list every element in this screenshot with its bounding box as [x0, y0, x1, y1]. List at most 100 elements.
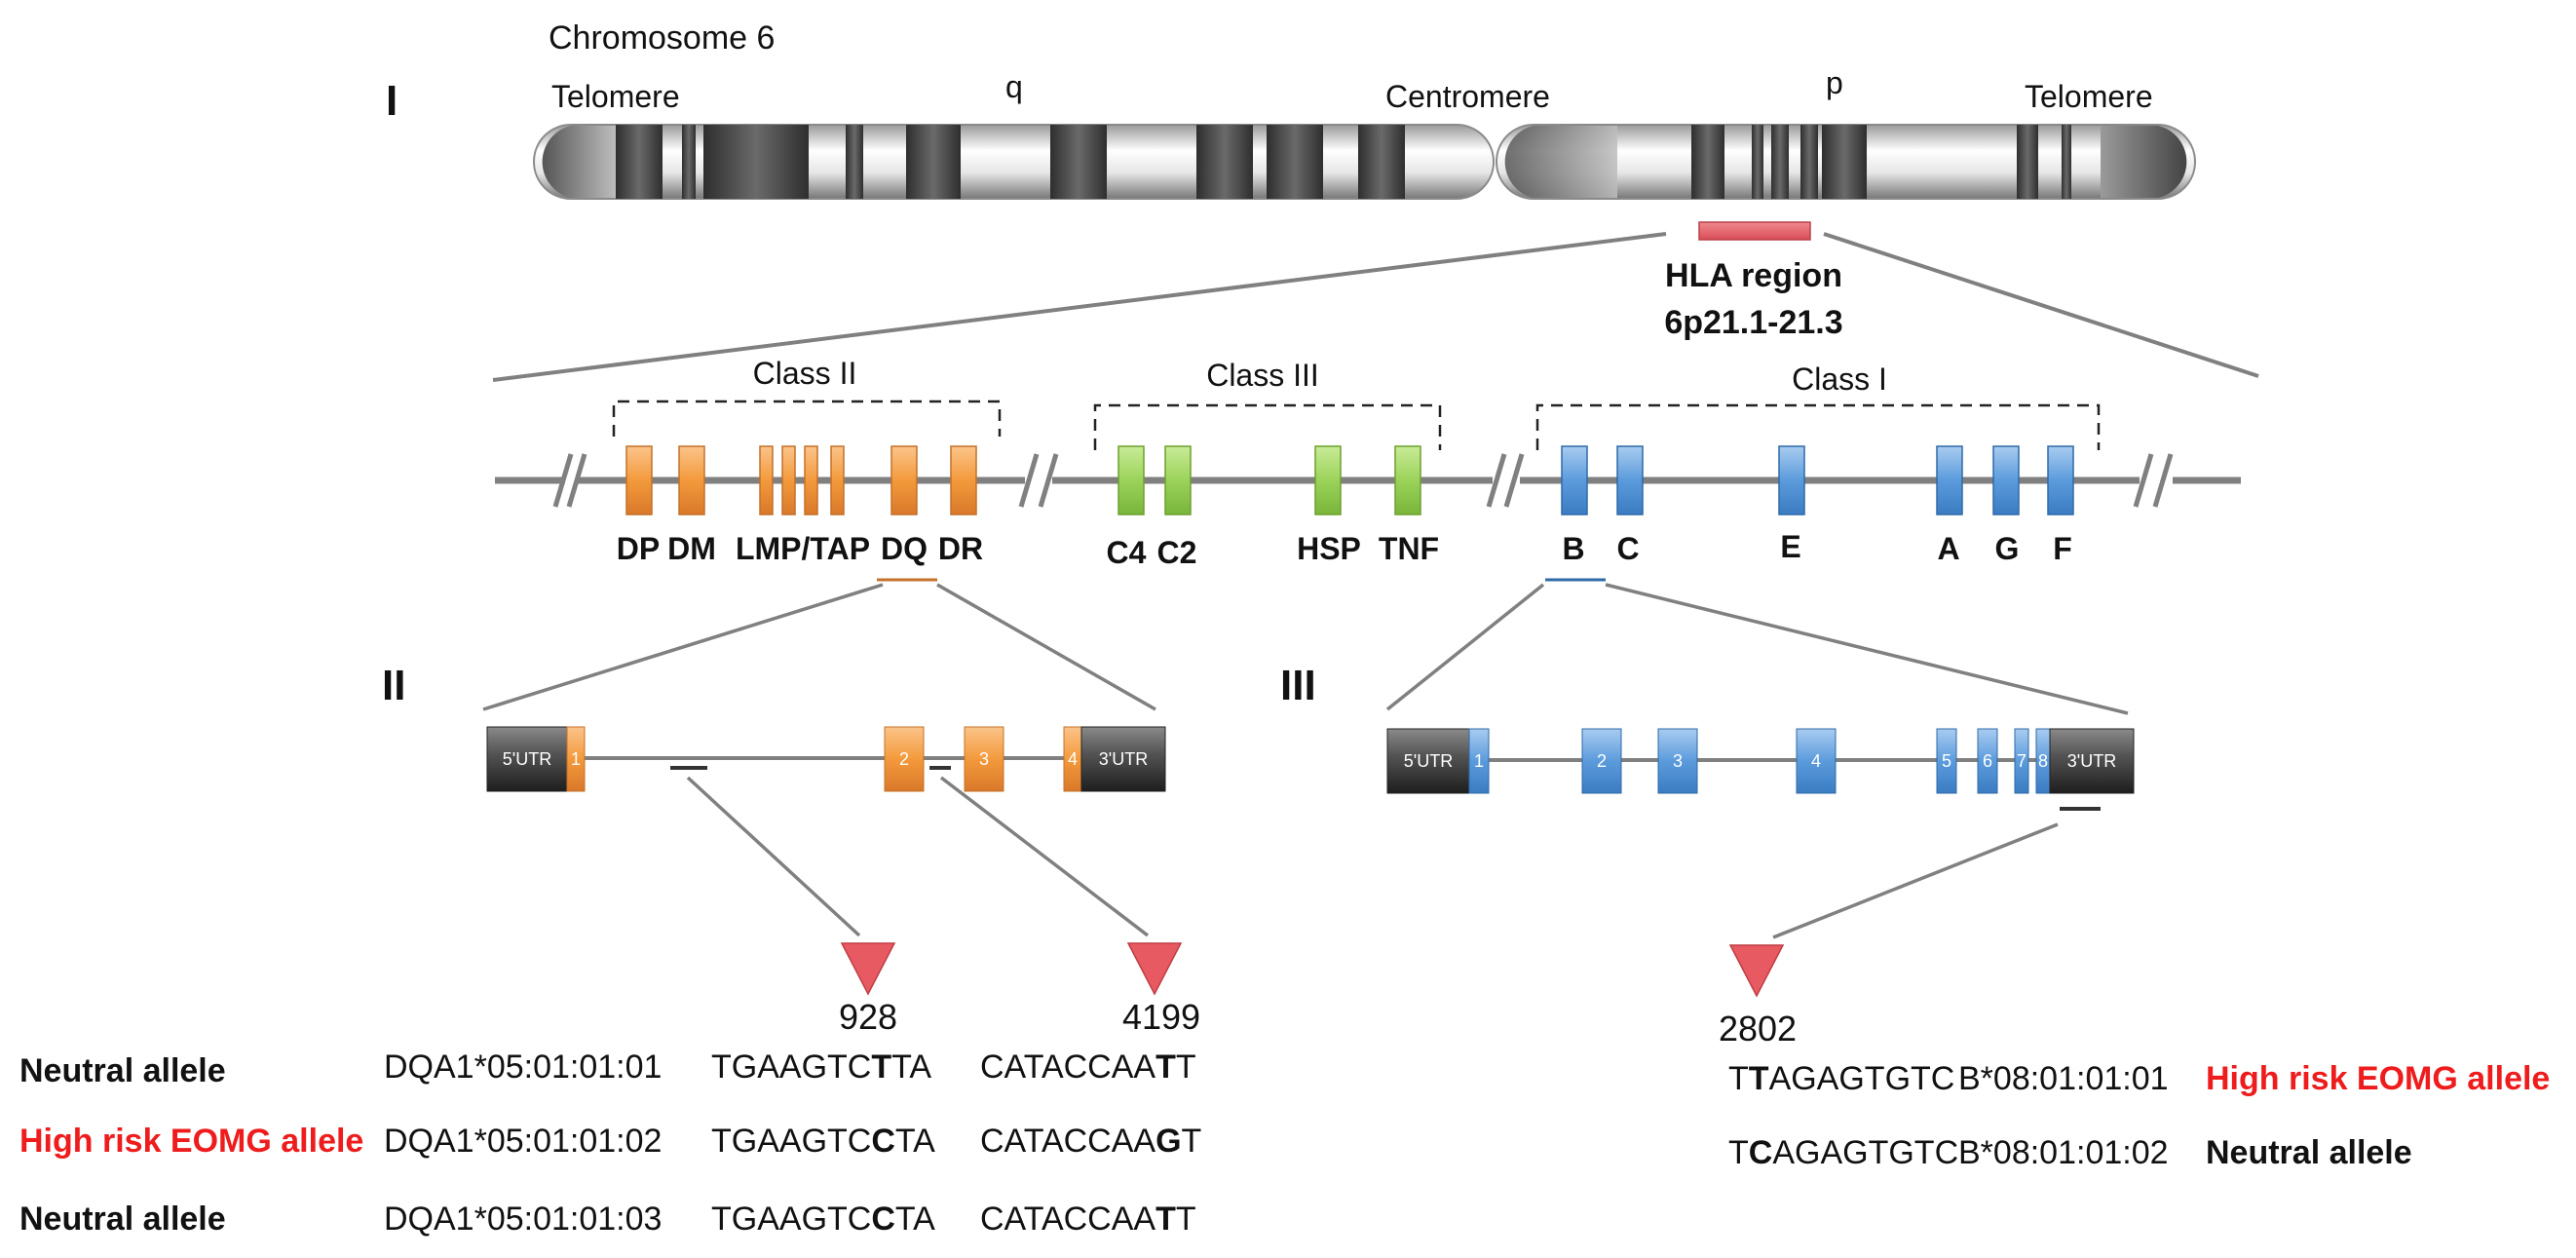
exon-number: 3	[1673, 751, 1683, 771]
allele-name: B*08:01:01:02	[1958, 1134, 2169, 1171]
dqa1-gene-structure: 5'UTR 1 2 3 4 3'UTR	[486, 726, 1166, 792]
gene-box-dm	[678, 445, 705, 515]
gene-box-b	[1561, 445, 1588, 515]
gene-label-dr: DR	[938, 531, 983, 566]
snp-position-928: 928	[839, 997, 897, 1037]
zoom-line-left	[492, 232, 1667, 382]
dqa1-allele-row: Neutral allele DQA1*05:01:01:03 TGAAGTCC…	[19, 1201, 1196, 1238]
dqa1-allele-row: High risk EOMG allele DQA1*05:01:01:02 T…	[19, 1123, 1201, 1160]
telomere-q-cap	[542, 126, 616, 198]
allele-sequence-928: TGAAGTCCTA	[711, 1201, 935, 1238]
utr5-box	[486, 726, 568, 792]
gene-label-b: B	[1562, 531, 1584, 566]
telomere-right-label: Telomere	[2025, 79, 2153, 114]
allele-risk-label: Neutral allele	[19, 1201, 226, 1238]
class-ii-bracket	[612, 400, 1002, 437]
telomere-left-label: Telomere	[551, 79, 680, 114]
gene-box-hsp	[1314, 445, 1342, 515]
gene-box-g	[1992, 445, 2020, 515]
hla-b-gene-structure: 5'UTR 1 2 3 4 5 6 7 8 3'UTR	[1386, 728, 2135, 811]
gene-label-c: C	[1616, 531, 1639, 566]
gene-box-dq	[890, 445, 918, 515]
exon-box	[1936, 728, 1957, 794]
panel-label-ii: II	[382, 662, 405, 709]
centromere-label: Centromere	[1385, 79, 1550, 114]
exon-number: 5	[1942, 751, 1951, 771]
allele-sequence-4199: CATACCAATT	[980, 1201, 1196, 1238]
snp-marker-928	[840, 942, 896, 996]
gene-label-lmp-tap: LMP/TAP	[736, 531, 870, 566]
snp-marker-4199	[1126, 942, 1183, 996]
hla-gene-map: Class II Class III Class I	[495, 356, 2241, 582]
exon-number: 4	[1811, 751, 1821, 771]
exon-number: 7	[2017, 751, 2027, 771]
break-mark	[552, 453, 574, 508]
exon-box	[1796, 728, 1837, 794]
chromosome-title: Chromosome 6	[549, 19, 775, 57]
gene-box-dr	[950, 445, 977, 515]
gene-label-e: E	[1780, 529, 1800, 564]
gene-box-lmp-tap	[804, 445, 818, 515]
gene-box-dp	[625, 445, 653, 515]
utr3-box	[1080, 726, 1166, 792]
gene-box-c4	[1118, 445, 1145, 515]
allele-sequence-2802: TCAGAGTGTC	[1728, 1134, 1958, 1171]
utr3-label: 3'UTR	[1099, 749, 1148, 769]
arm-q-label: q	[1005, 69, 1023, 104]
gene-label-dq: DQ	[881, 531, 928, 566]
gene-label-c4: C4	[1107, 535, 1147, 570]
gene-box-tnf	[1394, 445, 1421, 515]
break-mark	[1503, 453, 1525, 508]
class-i-bracket	[1535, 403, 2101, 450]
exon-number: 2	[899, 749, 909, 769]
b-allele-row: TTAGAGTGTC B*08:01:01:01 High risk EOMG …	[1728, 1060, 2550, 1097]
allele-name: B*08:01:01:01	[1958, 1060, 2169, 1097]
gene-box-a	[1936, 445, 1963, 515]
gene-label-dp: DP	[617, 531, 660, 566]
break-mark	[1486, 453, 1507, 508]
gene-box-c2	[1164, 445, 1192, 515]
snp-marker-2802	[1728, 944, 1785, 998]
exon-box	[566, 726, 586, 792]
panel-label-i: I	[386, 77, 398, 125]
exon-number: 1	[571, 749, 581, 769]
chromosome-q-arm	[533, 124, 1495, 200]
dqa1-allele-row: Neutral allele DQA1*05:01:01:01 TGAAGTCT…	[19, 1048, 1196, 1089]
allele-sequence-2802: TTAGAGTGTC	[1728, 1060, 1954, 1097]
break-mark	[1038, 453, 1059, 508]
exon-box	[1977, 728, 1998, 794]
break-mark	[1018, 453, 1040, 508]
allele-sequence-4199: CATACCAAGT	[980, 1123, 1201, 1160]
snp-position-2802: 2802	[1719, 1009, 1797, 1048]
gene-label-hsp: HSP	[1297, 531, 1361, 566]
allele-risk-label: Neutral allele	[2206, 1134, 2412, 1171]
snp-position-4199: 4199	[1122, 997, 1200, 1037]
allele-name: DQA1*05:01:01:02	[384, 1123, 662, 1160]
gene-box-f	[2047, 445, 2074, 515]
allele-name: DQA1*05:01:01:01	[384, 1048, 662, 1086]
gene-box-c	[1616, 445, 1644, 515]
exon-number: 8	[2038, 751, 2048, 771]
gene-label-a: A	[1937, 531, 1959, 566]
utr3-label: 3'UTR	[2067, 751, 2116, 771]
allele-sequence-928: TGAAGTCCTA	[711, 1123, 935, 1160]
chromosome-p-arm	[1496, 124, 2196, 200]
break-mark	[2133, 453, 2154, 508]
exon-box	[884, 726, 925, 792]
allele-sequence-4199: CATACCAATT	[980, 1048, 1196, 1086]
zoom-line-right	[1823, 232, 2259, 378]
gene-label-f: F	[2053, 531, 2072, 566]
telomere-p-cap	[2101, 126, 2187, 198]
break-mark	[2152, 453, 2174, 508]
allele-risk-label: High risk EOMG allele	[19, 1123, 363, 1160]
allele-sequence-928: TGAAGTCTTA	[711, 1048, 931, 1086]
gene-box-e	[1778, 445, 1805, 515]
exon-number: 1	[1474, 751, 1484, 771]
hla-region-band: 6p21.1-21.3	[1664, 304, 1842, 341]
exon-number: 2	[1597, 751, 1607, 771]
hla-region-label: HLA region	[1665, 257, 1842, 294]
arm-p-label: p	[1826, 65, 1843, 100]
hla-region-bar	[1698, 221, 1811, 241]
allele-risk-label: High risk EOMG allele	[2206, 1060, 2550, 1097]
gene-box-lmp-tap	[781, 445, 796, 515]
